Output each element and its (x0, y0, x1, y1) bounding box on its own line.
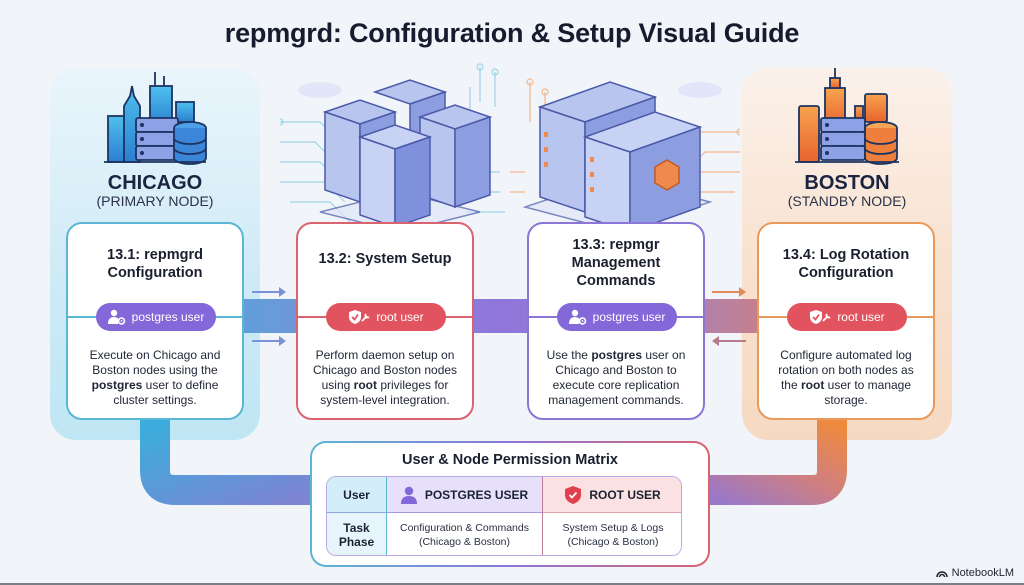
step-card-13-2: 13.2: System Setup root user Perform dae… (296, 222, 474, 420)
step-title-line: 13.4: Log Rotation (782, 247, 910, 263)
notebooklm-watermark: NotebookLM (935, 567, 1014, 579)
row-label-line: Phase (338, 535, 375, 549)
badge-label: root user (376, 310, 424, 324)
step-card-13-1: 13.1: repmgrd Configuration postgres use… (66, 222, 244, 420)
step-description: Execute on Chicago and Boston nodes usin… (78, 348, 232, 408)
desc-bold: root (353, 378, 377, 392)
step-title: 13.2: System Setup (306, 250, 464, 268)
brand-label: NotebookLM (951, 567, 1014, 579)
step-title-line: 13.3: repmgr (572, 237, 660, 253)
desc-text: Use the (546, 348, 592, 362)
notebooklm-logo-icon (935, 571, 948, 578)
desc-bold: postgres (91, 378, 143, 392)
step-title-line: Management (571, 255, 661, 271)
step-description: Use the postgres user on Chicago and Bos… (539, 348, 693, 408)
desc-text: user to manage storage. (824, 378, 912, 407)
postgres-user-badge: postgres user (96, 303, 216, 331)
cell-line: (Chicago & Boston) (567, 536, 659, 548)
arrow-left-icon (712, 336, 746, 346)
bottom-border (0, 583, 1024, 585)
matrix-header-postgres: POSTGRES USER (387, 477, 543, 513)
root-user-badge: root user (787, 303, 907, 331)
arrow-right-icon (252, 336, 286, 346)
shield-check-icon (565, 485, 582, 504)
matrix-header-root: ROOT USER (543, 477, 681, 513)
chicago-node-role: (PRIMARY NODE) (96, 193, 214, 209)
step-card-13-4: 13.4: Log Rotation Configuration root us… (757, 222, 935, 420)
badge-label: postgres user (592, 310, 666, 324)
desc-text: privileges for system-level integration. (320, 378, 450, 407)
matrix-header-user: User (327, 477, 387, 513)
matrix-header-postgres-label: POSTGRES USER (424, 487, 529, 502)
boston-node-role: (STANDBY NODE) (787, 193, 907, 209)
cell-line: Configuration & Commands (400, 522, 529, 534)
badge-label: postgres user (131, 310, 205, 324)
page-title: repmgrd: Configuration & Setup Visual Gu… (224, 18, 800, 48)
shield-check-wrench-icon (349, 310, 370, 324)
badge-label: root user (837, 310, 885, 324)
shield-check-wrench-icon (810, 310, 831, 324)
desc-text: Execute on Chicago and Boston nodes usin… (89, 348, 221, 377)
postgres-user-badge: postgres user (557, 303, 677, 331)
matrix-cell-postgres: Configuration & Commands (Chicago & Bosto… (387, 513, 543, 555)
desc-text: user to define cluster settings. (113, 378, 219, 407)
cell-line: (Chicago & Boston) (418, 536, 511, 548)
matrix-title: User & Node Permission Matrix (402, 452, 618, 468)
root-user-badge: root user (326, 303, 446, 331)
permission-matrix: User & Node Permission Matrix User POSTG… (310, 441, 710, 567)
step-card-13-3: 13.3: repmgr Management Commands postgre… (527, 222, 705, 420)
step-title: 13.4: Log Rotation Configuration (767, 246, 925, 282)
user-icon (400, 486, 417, 504)
chicago-node-name: CHICAGO (107, 172, 203, 194)
server-cluster-illustration (280, 63, 740, 232)
desc-text: Configure automated log rotation on both… (778, 348, 914, 392)
step-description: Perform daemon setup on Chicago and Bost… (308, 348, 462, 408)
step-title: 13.1: repmgrd Configuration (76, 246, 234, 282)
matrix-cell-root: System Setup & Logs (Chicago & Boston) (543, 513, 681, 555)
arrow-right-icon (712, 287, 746, 297)
step-title-line: 13.1: repmgrd (107, 247, 203, 263)
step-description: Configure automated log rotation on both… (769, 348, 923, 408)
step-title-line: 13.2: System Setup (318, 251, 452, 267)
desc-text: user on Chicago and Boston to execute co… (548, 348, 686, 407)
matrix-header-root-label: ROOT USER (589, 487, 661, 502)
desc-text: Perform daemon setup on Chicago and Bost… (312, 348, 458, 392)
cell-line: System Setup & Logs (562, 522, 664, 534)
step-title-line: Configuration (107, 265, 203, 281)
desc-bold: root (800, 378, 825, 392)
boston-city-server-icon (795, 68, 899, 165)
user-gear-icon (107, 309, 125, 325)
boston-node-name: BOSTON (804, 172, 890, 194)
arrow-right-icon (252, 287, 286, 297)
step-title: 13.3: repmgr Management Commands (537, 236, 695, 290)
row-label-line: Task (343, 521, 370, 535)
user-gear-icon (568, 309, 586, 325)
step-title-line: Configuration (798, 265, 894, 281)
chicago-city-server-icon (104, 72, 207, 165)
step-title-line: Commands (576, 273, 656, 289)
desc-bold: postgres (591, 348, 643, 362)
